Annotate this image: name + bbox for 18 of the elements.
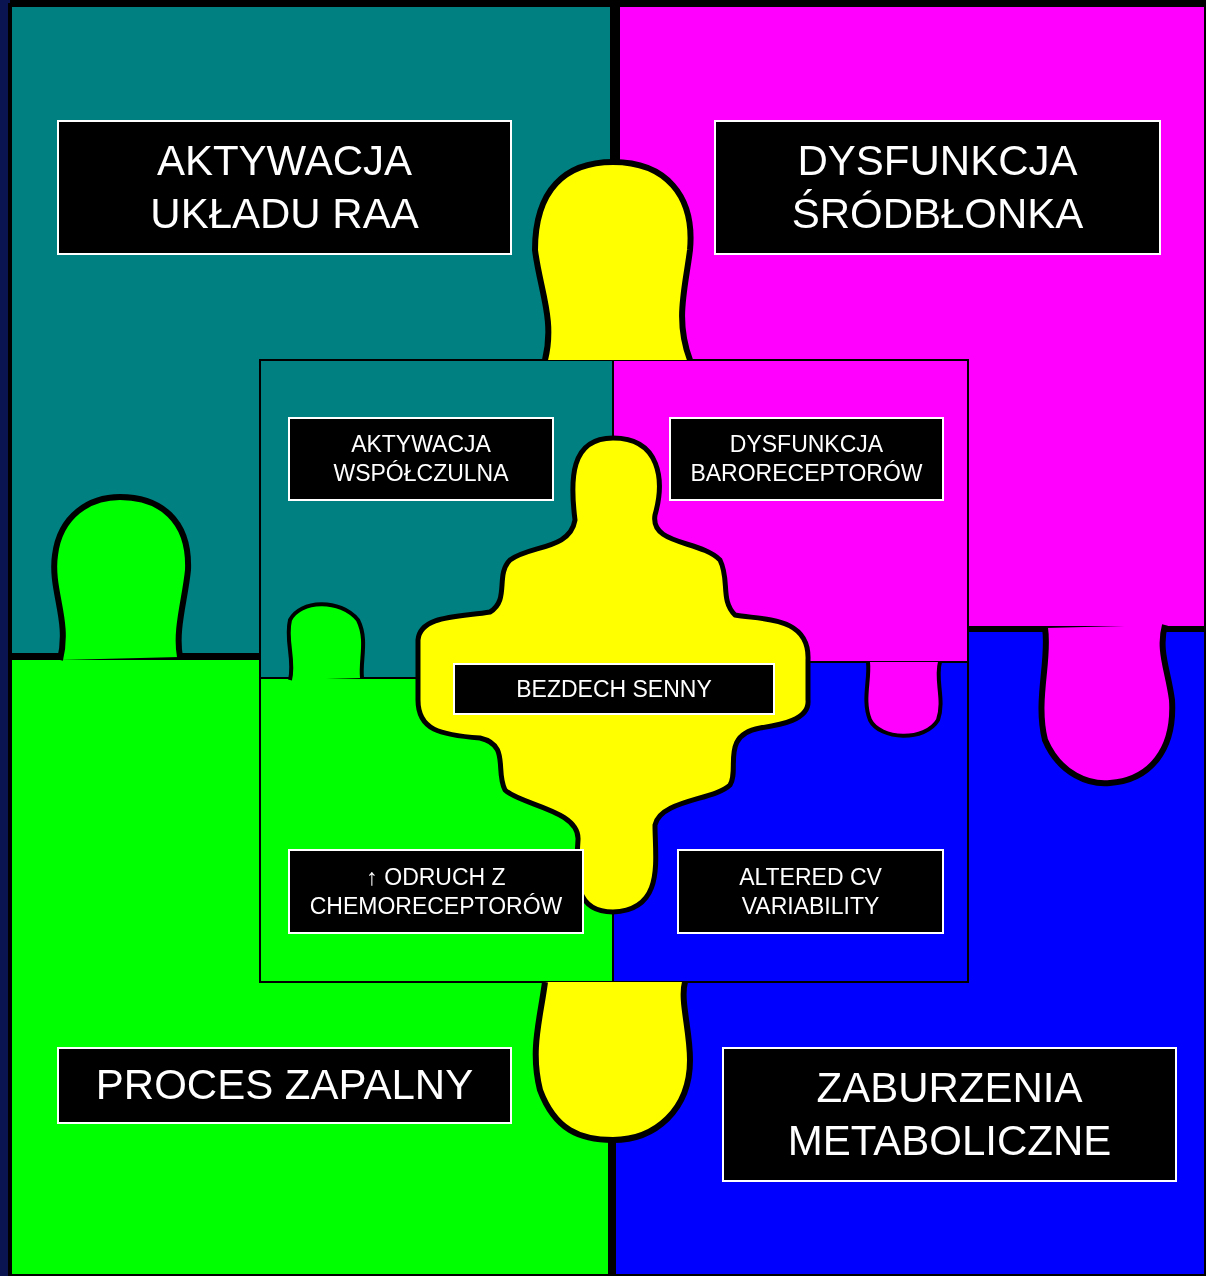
label-text: AKTYWACJA WSPÓŁCZULNA — [332, 430, 510, 488]
label-text: ↑ ODRUCH Z CHEMORECEPTORÓW — [308, 862, 564, 921]
label-box — [288, 417, 554, 501]
label-box — [714, 120, 1161, 255]
label-text: AKTYWACJA UKŁADU RAA — [149, 136, 420, 239]
label-box — [669, 417, 944, 501]
label-box — [57, 1047, 512, 1124]
label-box — [453, 663, 775, 715]
label-box — [57, 120, 512, 255]
label-box — [677, 849, 944, 934]
label-text: PROCES ZAPALNY — [94, 1060, 475, 1111]
label-text: ZABURZENIA METABOLICZNE — [786, 1063, 1113, 1166]
label-box — [722, 1047, 1177, 1182]
label-text: BEZDECH SENNY — [515, 674, 713, 704]
label-box — [288, 849, 584, 934]
label-text: DYSFUNKCJA ŚRÓDBŁONKA — [790, 136, 1085, 239]
label-text: DYSFUNKCJA BARORECEPTORÓW — [689, 430, 924, 488]
label-text: ALTERED CV VARIABILITY — [738, 862, 883, 921]
